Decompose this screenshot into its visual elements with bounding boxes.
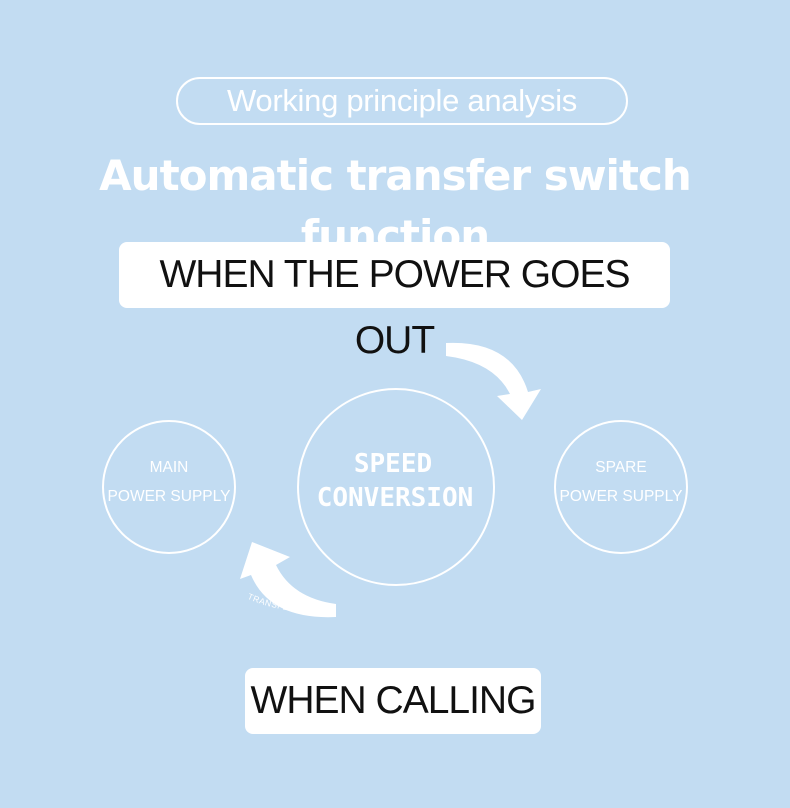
calling-banner: WHEN CALLING <box>245 668 541 734</box>
main-power-label-2: POWER SUPPLY <box>108 488 231 505</box>
subtitle-pill: Working principle analysis <box>176 77 628 125</box>
power-out-banner: WHEN THE POWER GOES OUT <box>119 242 670 362</box>
spare-power-node: SPARE POWER SUPPLY <box>554 420 688 554</box>
speed-conversion-circle <box>297 388 495 586</box>
transfer-arrow-top: TRANSFER IN <box>446 342 541 420</box>
transfer-arrow-bottom: TRANSFER IN <box>240 542 336 618</box>
spare-power-circle <box>554 420 688 554</box>
main-power-label-1: MAIN <box>150 459 189 476</box>
arrow-top-icon <box>446 342 541 420</box>
conversion-label: CONVERSION <box>317 483 474 513</box>
main-power-node: MAIN POWER SUPPLY <box>102 420 236 554</box>
speed-conversion-node: SPEED CONVERSION <box>297 388 495 586</box>
main-power-circle <box>102 420 236 554</box>
spare-power-label-1: SPARE <box>595 459 646 476</box>
arrow-bottom-icon <box>240 542 336 618</box>
speed-label: SPEED <box>354 449 432 479</box>
spare-power-label-2: POWER SUPPLY <box>560 488 683 505</box>
